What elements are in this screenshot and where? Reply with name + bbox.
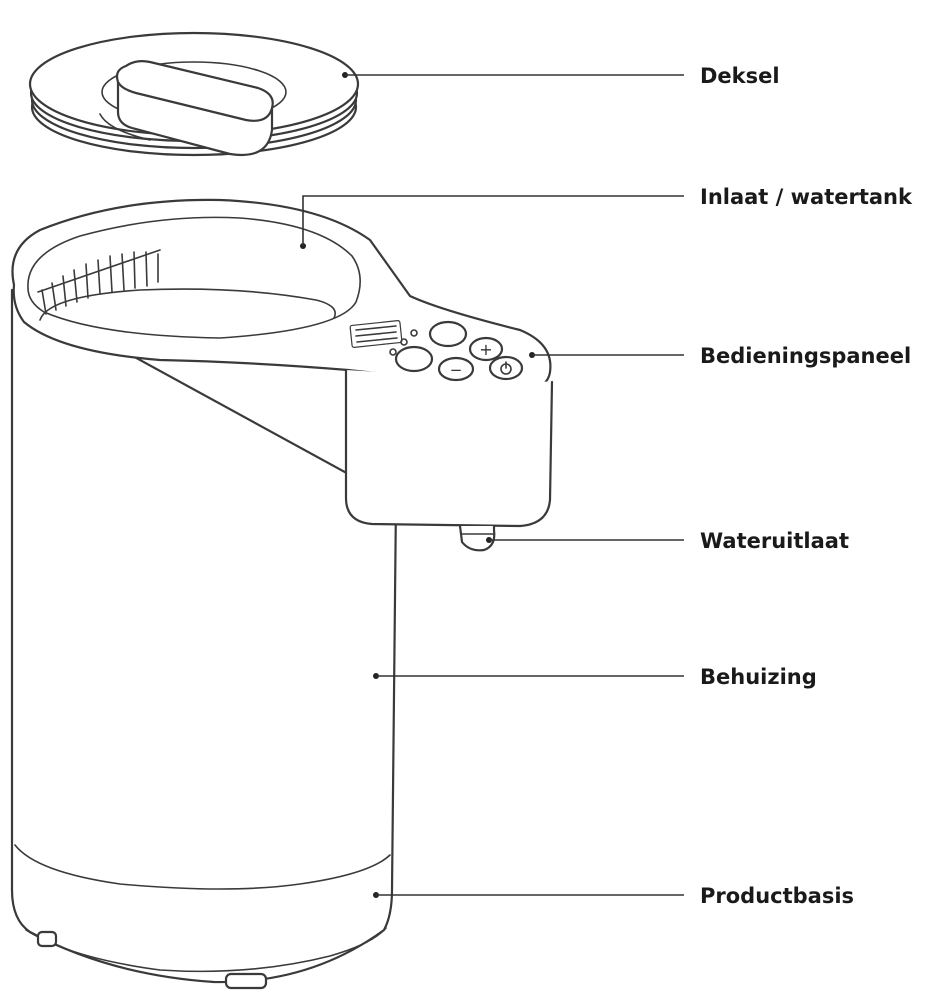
callout-inlet: Inlaat / watertank — [300, 185, 913, 249]
vent-slots — [37, 249, 161, 315]
plus-button[interactable] — [468, 336, 504, 362]
power-icon — [500, 361, 512, 375]
callout-outlet: Wateruitlaat — [486, 529, 849, 553]
label-housing: Behuizing — [700, 665, 817, 689]
callout-control-panel: Bedieningspaneel — [529, 344, 911, 368]
plus-button-label: + — [479, 340, 492, 359]
label-outlet: Wateruitlaat — [700, 529, 849, 553]
minus-button-label: − — [450, 361, 463, 379]
label-lid: Deksel — [700, 64, 780, 88]
water-outlet-nozzle — [458, 524, 496, 552]
callout-housing: Behuizing — [373, 665, 817, 689]
callout-base: Productbasis — [373, 884, 854, 908]
housing-drawing — [10, 198, 554, 990]
minus-button[interactable] — [437, 356, 475, 382]
label-inlet: Inlaat / watertank — [700, 185, 913, 209]
label-base: Productbasis — [700, 884, 854, 908]
lcd-display — [349, 320, 403, 348]
lid-drawing — [28, 31, 360, 157]
callout-lid: Deksel — [342, 64, 780, 88]
button-top[interactable] — [428, 320, 468, 348]
label-control-panel: Bedieningspaneel — [700, 344, 911, 368]
button-left[interactable] — [394, 345, 434, 373]
control-panel: − + — [349, 320, 524, 382]
